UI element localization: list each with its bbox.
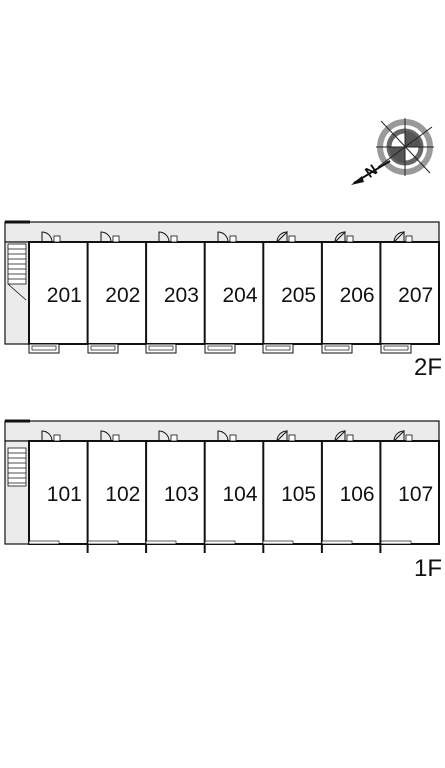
floor-1f: 101 102 103 104 105 106 107 1F — [4, 419, 442, 582]
unit-206-label: 206 — [340, 284, 375, 307]
unit-105-label: 105 — [281, 483, 316, 506]
door-icon — [100, 430, 120, 442]
door-icon — [217, 430, 237, 442]
unit-106-label: 106 — [340, 483, 375, 506]
door-icon — [217, 231, 237, 243]
door-icon — [334, 429, 354, 442]
door-icon — [276, 429, 296, 442]
door-icon — [100, 231, 120, 243]
floor-label-1f: 1F — [414, 555, 442, 582]
unit-107-label: 107 — [398, 483, 433, 506]
unit-102-label: 102 — [105, 483, 140, 506]
balcony — [145, 343, 177, 354]
balcony — [380, 343, 412, 354]
north-label: N — [362, 162, 381, 182]
balcony — [321, 343, 353, 354]
unit-203-label: 203 — [164, 284, 199, 307]
staircase — [7, 447, 27, 487]
floor-2f: 201 202 203 204 205 206 207 2F — [4, 220, 442, 381]
unit-205-label: 205 — [281, 284, 316, 307]
door-icon — [393, 230, 413, 243]
floor-label-2f: 2F — [414, 354, 442, 381]
balcony — [204, 343, 236, 354]
door-icon — [393, 429, 413, 442]
door-icon — [158, 430, 178, 442]
compass-icon: N — [351, 118, 434, 185]
unit-202-label: 202 — [105, 284, 140, 307]
balcony — [262, 343, 294, 354]
door-icon — [158, 231, 178, 243]
door-icon — [276, 230, 296, 243]
unit-204-label: 204 — [222, 284, 257, 307]
unit-201-label: 201 — [47, 284, 82, 307]
unit-101-label: 101 — [47, 483, 82, 506]
door-icon — [334, 230, 354, 243]
balcony — [28, 343, 60, 354]
window-marks — [28, 540, 412, 545]
unit-207-label: 207 — [398, 284, 433, 307]
balcony — [87, 343, 119, 354]
door-icon — [41, 430, 61, 442]
door-icon — [41, 231, 61, 243]
unit-103-label: 103 — [164, 483, 199, 506]
staircase — [7, 243, 27, 301]
unit-104-label: 104 — [222, 483, 257, 506]
